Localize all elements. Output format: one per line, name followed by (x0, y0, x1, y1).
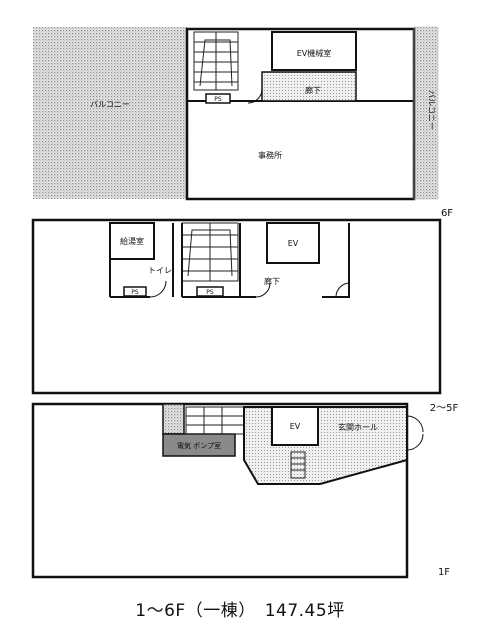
ps-right-label: PS (206, 289, 214, 296)
floor-2-5f (31, 218, 442, 395)
stair-6f (193, 31, 239, 91)
corridor-6f-label: 廊下 (305, 85, 321, 95)
floor-1f (31, 402, 424, 579)
balcony-left-area (33, 27, 187, 199)
stair-1f (185, 406, 245, 435)
ps-box-left (123, 286, 147, 297)
corridor-6f (261, 71, 357, 102)
typical-floor-outline (31, 218, 442, 395)
ev-machine-room-box (271, 31, 357, 71)
ev-typical-label: EV (288, 239, 299, 248)
office-label: 事務所 (258, 150, 282, 160)
floor-label-1f: 1F (438, 567, 450, 578)
shaft-1f (162, 403, 185, 435)
floor-6f (33, 26, 439, 201)
ev-box-1f (271, 406, 319, 446)
plan-caption: 1～6F（一棟） 147.45坪 (135, 601, 345, 621)
pump-room-label: 電気 ポンプ室 (177, 441, 221, 450)
balcony-left-label: バルコニー (90, 100, 130, 109)
balcony-right-area (414, 27, 438, 199)
ev-box-typical (266, 222, 320, 264)
ev-machine-room-label: EV機械室 (297, 48, 332, 58)
floor-label-2-5f: 2～5F (430, 403, 459, 414)
ps-box-right (196, 286, 224, 297)
entrance-hall-label: 玄関ホール (338, 422, 378, 432)
toilet-label: トイレ (148, 266, 172, 275)
ps-left-label: PS (131, 289, 139, 296)
ev-1f-label: EV (290, 422, 301, 431)
kitchenette-label: 給湯室 (120, 236, 144, 246)
stair-1f-small (290, 451, 306, 479)
kitchenette-box (109, 222, 155, 260)
balcony-right-label: バルコニー (427, 90, 436, 130)
corridor-typical-label: 廊下 (264, 276, 280, 286)
floor-label-6f: 6F (441, 208, 453, 219)
ps-box-6f (205, 93, 231, 104)
ps-6f-label: PS (214, 96, 222, 103)
